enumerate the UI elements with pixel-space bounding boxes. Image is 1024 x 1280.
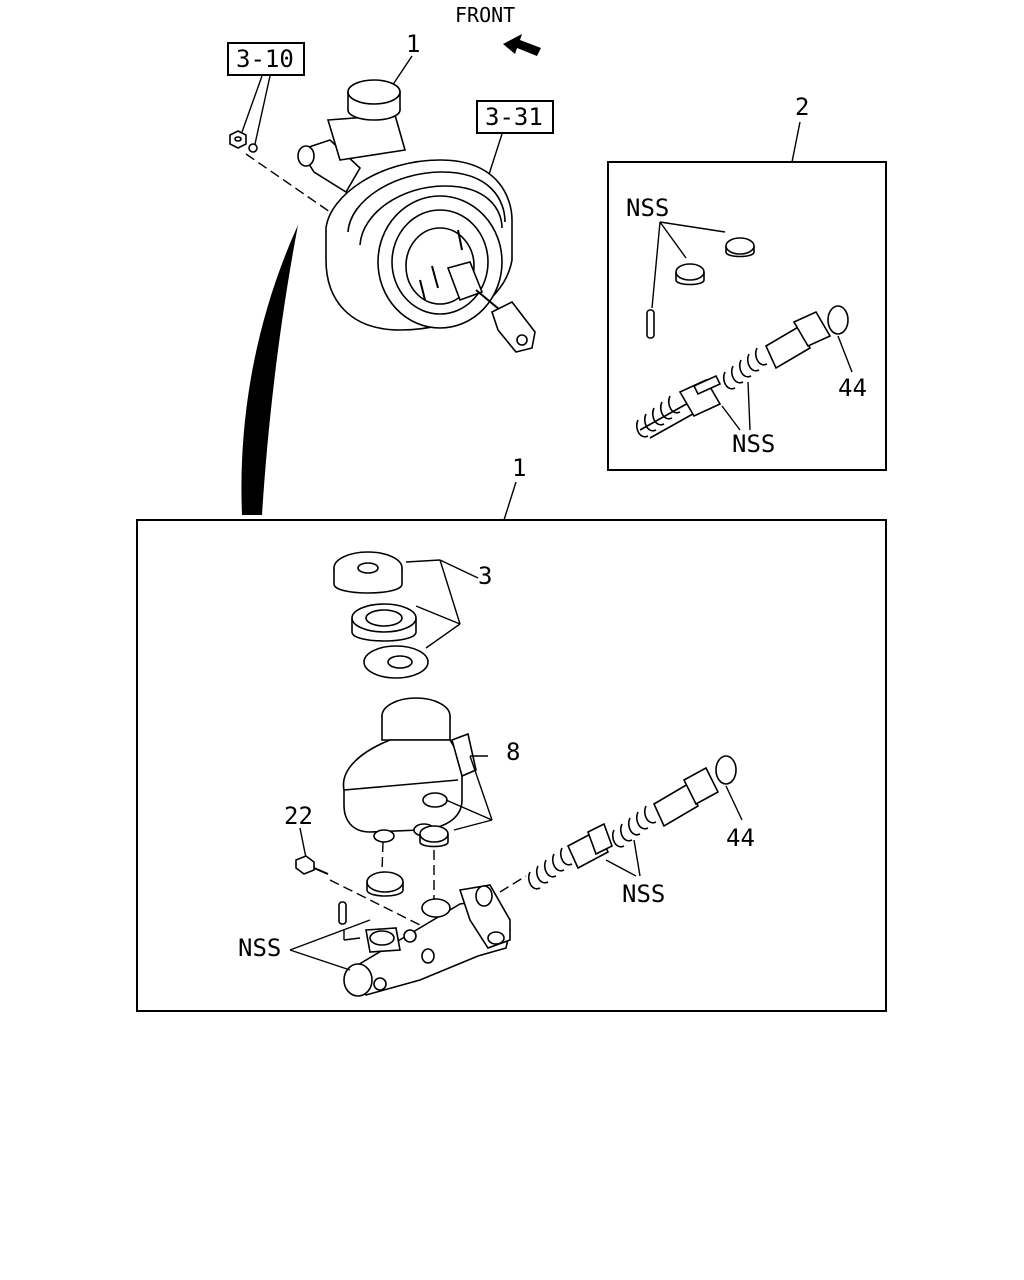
cap-diaphragm-icon <box>351 603 417 642</box>
cap-set-label: 3 <box>478 562 492 590</box>
reservoir-cap-icon <box>333 551 403 594</box>
ref-3-10-label: 3-10 <box>236 45 294 73</box>
ref-box-3-10[interactable]: 3-10 <box>227 42 305 76</box>
mounting-bolt-icon <box>295 855 329 875</box>
reservoir-seal-icon <box>366 871 404 897</box>
front-arrow-icon <box>503 34 541 56</box>
kit-seal-cap-icon <box>675 237 755 286</box>
callout-1-box: 1 <box>512 454 526 482</box>
reservoir-label: 8 <box>506 738 520 766</box>
mounting-nut-icon <box>229 130 258 153</box>
snap-ring-label: 44 <box>726 824 755 852</box>
kit-nss-caps-label: NSS <box>626 194 669 222</box>
kit-box-frame <box>607 161 887 471</box>
master-cylinder-body <box>343 884 511 997</box>
brake-booster-assembly <box>297 79 536 353</box>
kit-nss-pistons-label: NSS <box>732 430 775 458</box>
cap-gasket-icon <box>363 645 429 679</box>
kit-snap-ring-icon <box>827 305 849 335</box>
snap-ring-icon <box>715 755 737 785</box>
kit-pin-icon <box>646 309 655 339</box>
nss-pins-label: NSS <box>238 934 281 962</box>
master-cylinder-box-frame <box>136 519 887 1012</box>
ref-box-3-31[interactable]: 3-31 <box>476 100 554 134</box>
expand-arrow-icon <box>241 225 298 515</box>
front-label: FRONT <box>455 3 515 27</box>
nss-pistons-label: NSS <box>622 880 665 908</box>
kit-piston-assembly <box>635 310 832 439</box>
spring-pin-icon <box>338 901 347 925</box>
ref-3-31-label: 3-31 <box>485 103 543 131</box>
callout-1-top: 1 <box>406 30 420 58</box>
fluid-reservoir-icon <box>342 697 477 843</box>
piston-assembly <box>527 766 720 890</box>
callout-2: 2 <box>795 93 809 121</box>
kit-snap-ring-label: 44 <box>838 374 867 402</box>
bolt-label: 22 <box>284 802 313 830</box>
